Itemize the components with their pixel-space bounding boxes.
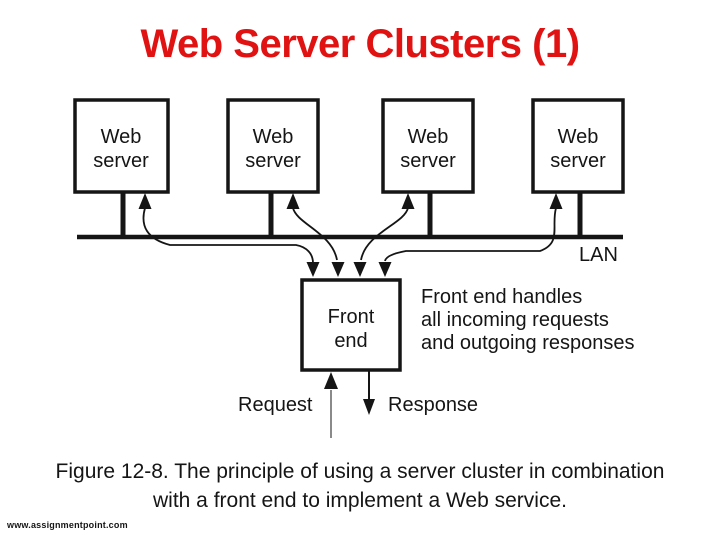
route-line-server2: [292, 207, 338, 261]
response-label: Response: [388, 394, 478, 416]
figure-caption-line2: with a front end to implement a Web serv…: [153, 489, 567, 512]
arrowhead-into-server4: [549, 193, 563, 209]
request-arrowhead: [324, 372, 338, 389]
frontend-annotation-line2: all incoming requests: [421, 309, 609, 331]
web-server-2-label-line1: Web: [253, 126, 294, 148]
figure-caption-line1: Figure 12-8. The principle of using a se…: [55, 460, 665, 483]
arrowhead-into-frontend-3: [353, 262, 367, 277]
request-label: Request: [238, 394, 313, 416]
web-server-4-label-line1: Web: [558, 126, 599, 148]
arrowhead-into-server2: [286, 193, 300, 209]
arrowhead-into-frontend-4: [378, 262, 392, 277]
front-end-box: [300, 278, 402, 372]
arrowhead-into-server3: [401, 193, 415, 209]
arrowhead-into-frontend-2: [331, 262, 345, 277]
web-server-2-label-line2: server: [245, 150, 301, 172]
web-server-box-3: [381, 98, 475, 194]
front-end-label-line2: end: [334, 330, 367, 352]
route-line-server4: [384, 207, 557, 262]
response-arrowhead: [363, 399, 375, 415]
web-server-box-2: [226, 98, 320, 194]
watermark-text: www.assignmentpoint.com: [7, 520, 128, 530]
route-line-server3: [360, 207, 409, 261]
web-server-1-label-line1: Web: [101, 126, 142, 148]
web-server-4-label-line2: server: [550, 150, 606, 172]
web-server-1-label-line2: server: [93, 150, 149, 172]
route-line-server1: [142, 207, 314, 264]
web-server-box-4: [531, 98, 625, 194]
figure-caption: Figure 12-8. The principle of using a se…: [0, 457, 720, 515]
slide-title: Web Server Clusters (1): [140, 22, 580, 66]
frontend-annotation-line3: and outgoing responses: [421, 332, 635, 354]
web-server-box-1: [73, 98, 170, 194]
web-server-3-label-line1: Web: [408, 126, 449, 148]
front-end-label-line1: Front: [328, 306, 375, 328]
web-server-3-label-line2: server: [400, 150, 456, 172]
arrowhead-into-server1: [138, 193, 152, 209]
lan-label: LAN: [579, 244, 618, 266]
frontend-annotation-line1: Front end handles: [421, 286, 582, 308]
arrowhead-into-frontend-1: [306, 262, 320, 277]
